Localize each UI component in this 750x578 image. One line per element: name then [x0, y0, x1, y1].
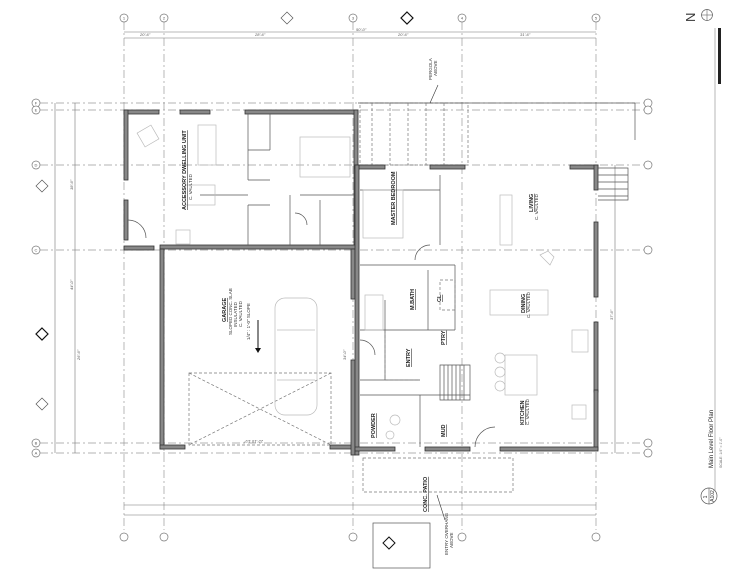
- room-label-m-bath: M.BATH: [410, 289, 416, 310]
- room-note: C. VAULTED: [238, 300, 243, 327]
- pergola-area: PERGOLA ABOVE: [358, 58, 636, 166]
- title-block: N Main Level Floor Plan SCALE: 1/4" = 1'…: [683, 9, 723, 505]
- furniture: [136, 124, 589, 440]
- room-label-closet: CL: [437, 294, 443, 302]
- pergola-note: PERGOLA: [428, 58, 433, 80]
- room-note: C. VAULTED: [525, 398, 530, 425]
- grid-bubble-label: D: [35, 163, 38, 168]
- grid-bubble-label: 3: [352, 16, 355, 21]
- dimension-text: 20'-6": [397, 32, 409, 37]
- room-labels: ACCESSORY DWELLING UNIT C. VAULTED GARAG…: [182, 130, 539, 512]
- room-note: 1/4" : 1'-0" SLOPE: [246, 303, 251, 340]
- room-note: C. VAULTED: [534, 193, 539, 220]
- detail-number: 1: [703, 495, 709, 498]
- patio-area: ENTRY OVERHANG ABOVE: [362, 457, 514, 569]
- sheet-number: A102: [710, 490, 716, 502]
- room-label-master-bedroom: MASTER BEDROOM: [391, 171, 397, 225]
- dimension-text: 28'-6": [254, 32, 266, 37]
- grid-bubble-label: F: [35, 101, 38, 106]
- garage-fixtures: [188, 297, 332, 446]
- grid-bubbles-left: F E D C B A: [31, 98, 653, 458]
- dimension-text: 50'-0": [356, 27, 367, 32]
- room-label-entry: ENTRY: [406, 348, 412, 367]
- scale-bar: [718, 28, 721, 84]
- grid-bubble-label: 5: [595, 16, 598, 21]
- grid-bubble-label: C: [35, 248, 38, 253]
- room-note: INSULATED: [233, 301, 238, 327]
- room-note: SLOPED CONC. SLAB: [228, 288, 233, 335]
- overhang-note: ABOVE: [449, 532, 454, 548]
- room-label-living: LIVING: [529, 194, 535, 212]
- room-note: C. VAULTED: [526, 291, 531, 318]
- room-note: C. VAULTED: [188, 173, 193, 200]
- grid-bubble-label: E: [35, 108, 38, 113]
- exterior-stair: [598, 167, 629, 201]
- dimension-text: 34'-0": [342, 349, 347, 360]
- drawing-title: Main Level Floor Plan: [709, 410, 715, 468]
- walls: [123, 109, 599, 456]
- dimension-text: 37'-6": [609, 309, 614, 320]
- room-label-mud: MUD: [441, 424, 447, 437]
- grid-lines: [40, 22, 645, 530]
- overhang-note: ENTRY OVERHANG: [444, 512, 449, 555]
- room-label-kitchen: KITCHEN: [520, 401, 526, 425]
- dimension-text: 44'-0": [69, 279, 74, 290]
- section-markers: [35, 11, 414, 411]
- room-label-garage: GARAGE: [222, 298, 228, 322]
- grid-bubble-label: A: [35, 451, 38, 456]
- grid-bubble-label: B: [35, 441, 38, 446]
- drawing-scale: SCALE: 1/4" = 1'-0": [719, 437, 723, 468]
- north-arrow-label: N: [683, 13, 698, 22]
- dimension-text: 22'-10 1/2": [243, 439, 264, 444]
- dimension-text: 31'-6": [520, 32, 531, 37]
- grid-bubble-label: 1: [123, 16, 126, 21]
- room-label-patio: CONC. PATIO: [423, 476, 429, 512]
- grid-bubble-label: 4: [461, 16, 464, 21]
- room-label-dining: DINING: [521, 294, 527, 313]
- grid-bubbles-top: 1 2 3 4 5: [119, 13, 601, 542]
- room-label-adu: ACCESSORY DWELLING UNIT: [182, 130, 188, 210]
- pergola-note: ABOVE: [433, 60, 438, 76]
- dimension-text: 20'-6": [139, 32, 151, 37]
- dimension-text: 26'-6": [76, 349, 81, 361]
- dimension-text: 18'-6": [69, 179, 74, 190]
- room-label-pantry: PTRY: [441, 330, 447, 345]
- grid-bubble-label: 2: [163, 16, 166, 21]
- dimension-lines: 20'-6" 28'-6" 50'-0" 20'-6" 31'-6" 44'-0…: [54, 27, 616, 516]
- room-label-powder: POWDER: [371, 413, 377, 438]
